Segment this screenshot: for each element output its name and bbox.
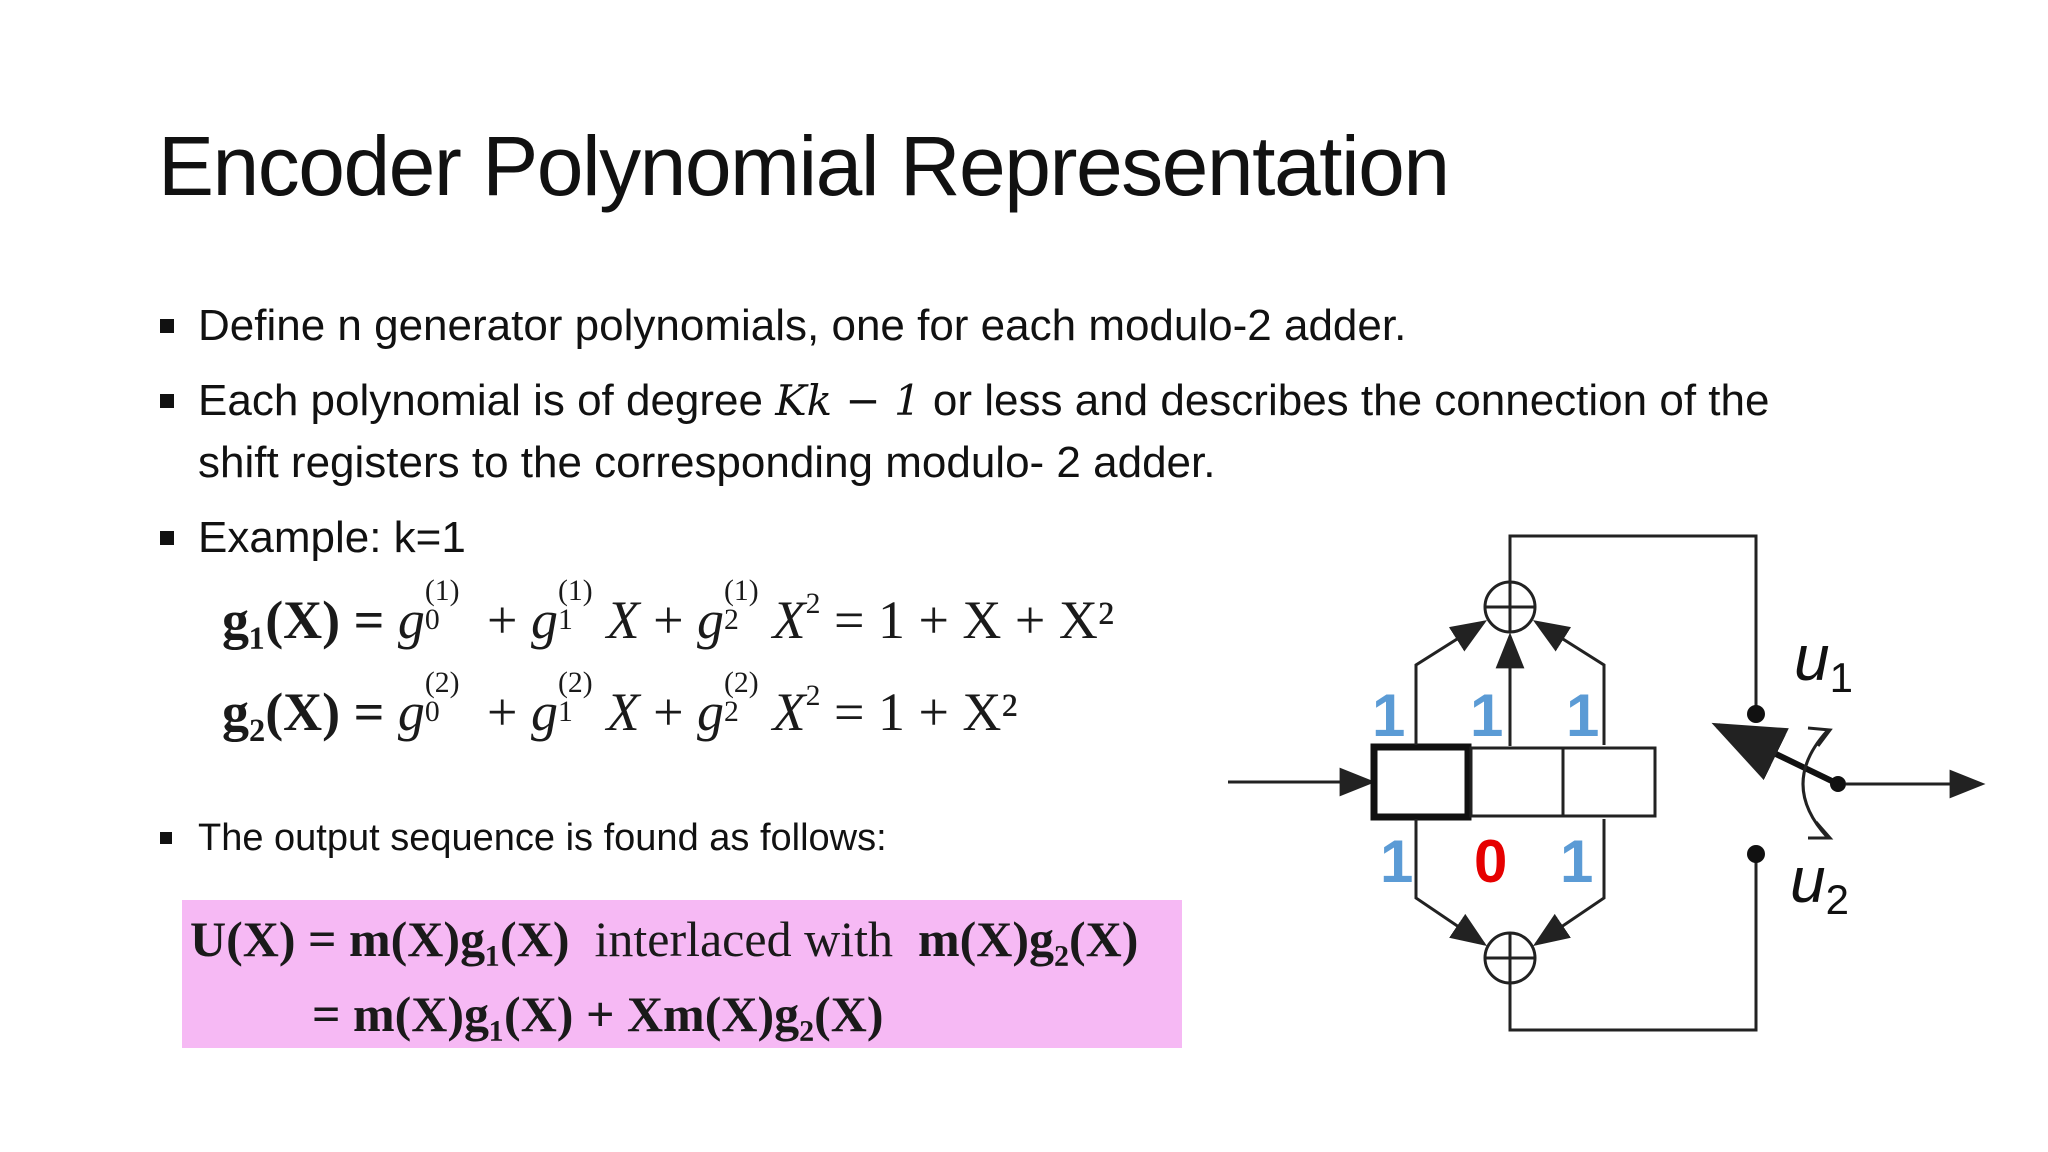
slide-title: Encoder Polynomial Representation [158,119,1450,213]
bullet-text: Define n generator polynomials, one for … [198,301,1407,350]
bottom-bit-3: 1 [1560,828,1593,895]
bottom-tap-1 [1414,819,1487,947]
shift-register-stage-3 [1561,746,1657,818]
switch-rotation-arc [1801,728,1830,840]
bullet-text-pre: Each polynomial is of degree [198,376,776,425]
bullet-marker [160,394,174,408]
output-equation-line1: U(X) = m(X)g₁(X) interlaced with m(X)g₂(… [190,910,1138,968]
degree-math: Kk − 1 [775,376,921,425]
top-bit-1: 1 [1372,682,1405,749]
bullet-text: Each polynomial is of degree Kk − 1 or l… [198,370,1769,432]
bullet-marker [160,531,174,545]
bullet-marker [160,319,174,333]
bottom-output-line [1508,856,1758,1032]
eq-g1-rhs: = 1 + X + X² [833,590,1115,651]
bottom-tap-3 [1533,819,1606,947]
output-label-u1: u1 [1794,622,1853,701]
switch-contact-1 [1747,705,1765,723]
eq-g2-lhs: g₂(X) = [222,682,385,743]
eq-g1-lhs: g₁(X) = [222,590,385,651]
top-bit-3: 1 [1566,682,1599,749]
top-output-line [1508,534,1758,712]
bullet-text-post: or less and describes the connection of … [920,376,1770,425]
eq-u-part-a: U(X) = m(X)g₁(X) [190,911,570,967]
eq-g2-rhs: = 1 + X² [833,682,1018,743]
output-label-u2: u2 [1790,844,1849,923]
bullet-text-line2: shift registers to the corresponding mod… [198,438,1216,487]
output-equation-line2: = m(X)g₁(X) + Xm(X)g₂(X) [312,985,884,1043]
bottom-bit-2: 0 [1474,828,1507,895]
top-tap-3 [1532,620,1606,745]
switch-contact-2 [1747,845,1765,863]
bullet-text: The output sequence is found as follows: [198,817,887,859]
bullet-marker [160,832,172,844]
top-bit-2: 1 [1470,682,1503,749]
output-equation-box [182,900,1182,1048]
shift-register-stage-2 [1469,746,1565,818]
shift-register-stage-1 [1370,743,1472,821]
switch-arm [1711,722,1840,787]
bullet-text: Example: k=1 [198,513,466,562]
eq-u-line2: = m(X)g₁(X) + Xm(X)g₂(X) [312,986,884,1042]
eq-u-mid: interlaced with [594,911,893,967]
top-tap-1 [1414,620,1488,745]
eq-u-part-b: m(X)g₂(X) [917,911,1139,967]
bottom-bit-1: 1 [1380,828,1413,895]
